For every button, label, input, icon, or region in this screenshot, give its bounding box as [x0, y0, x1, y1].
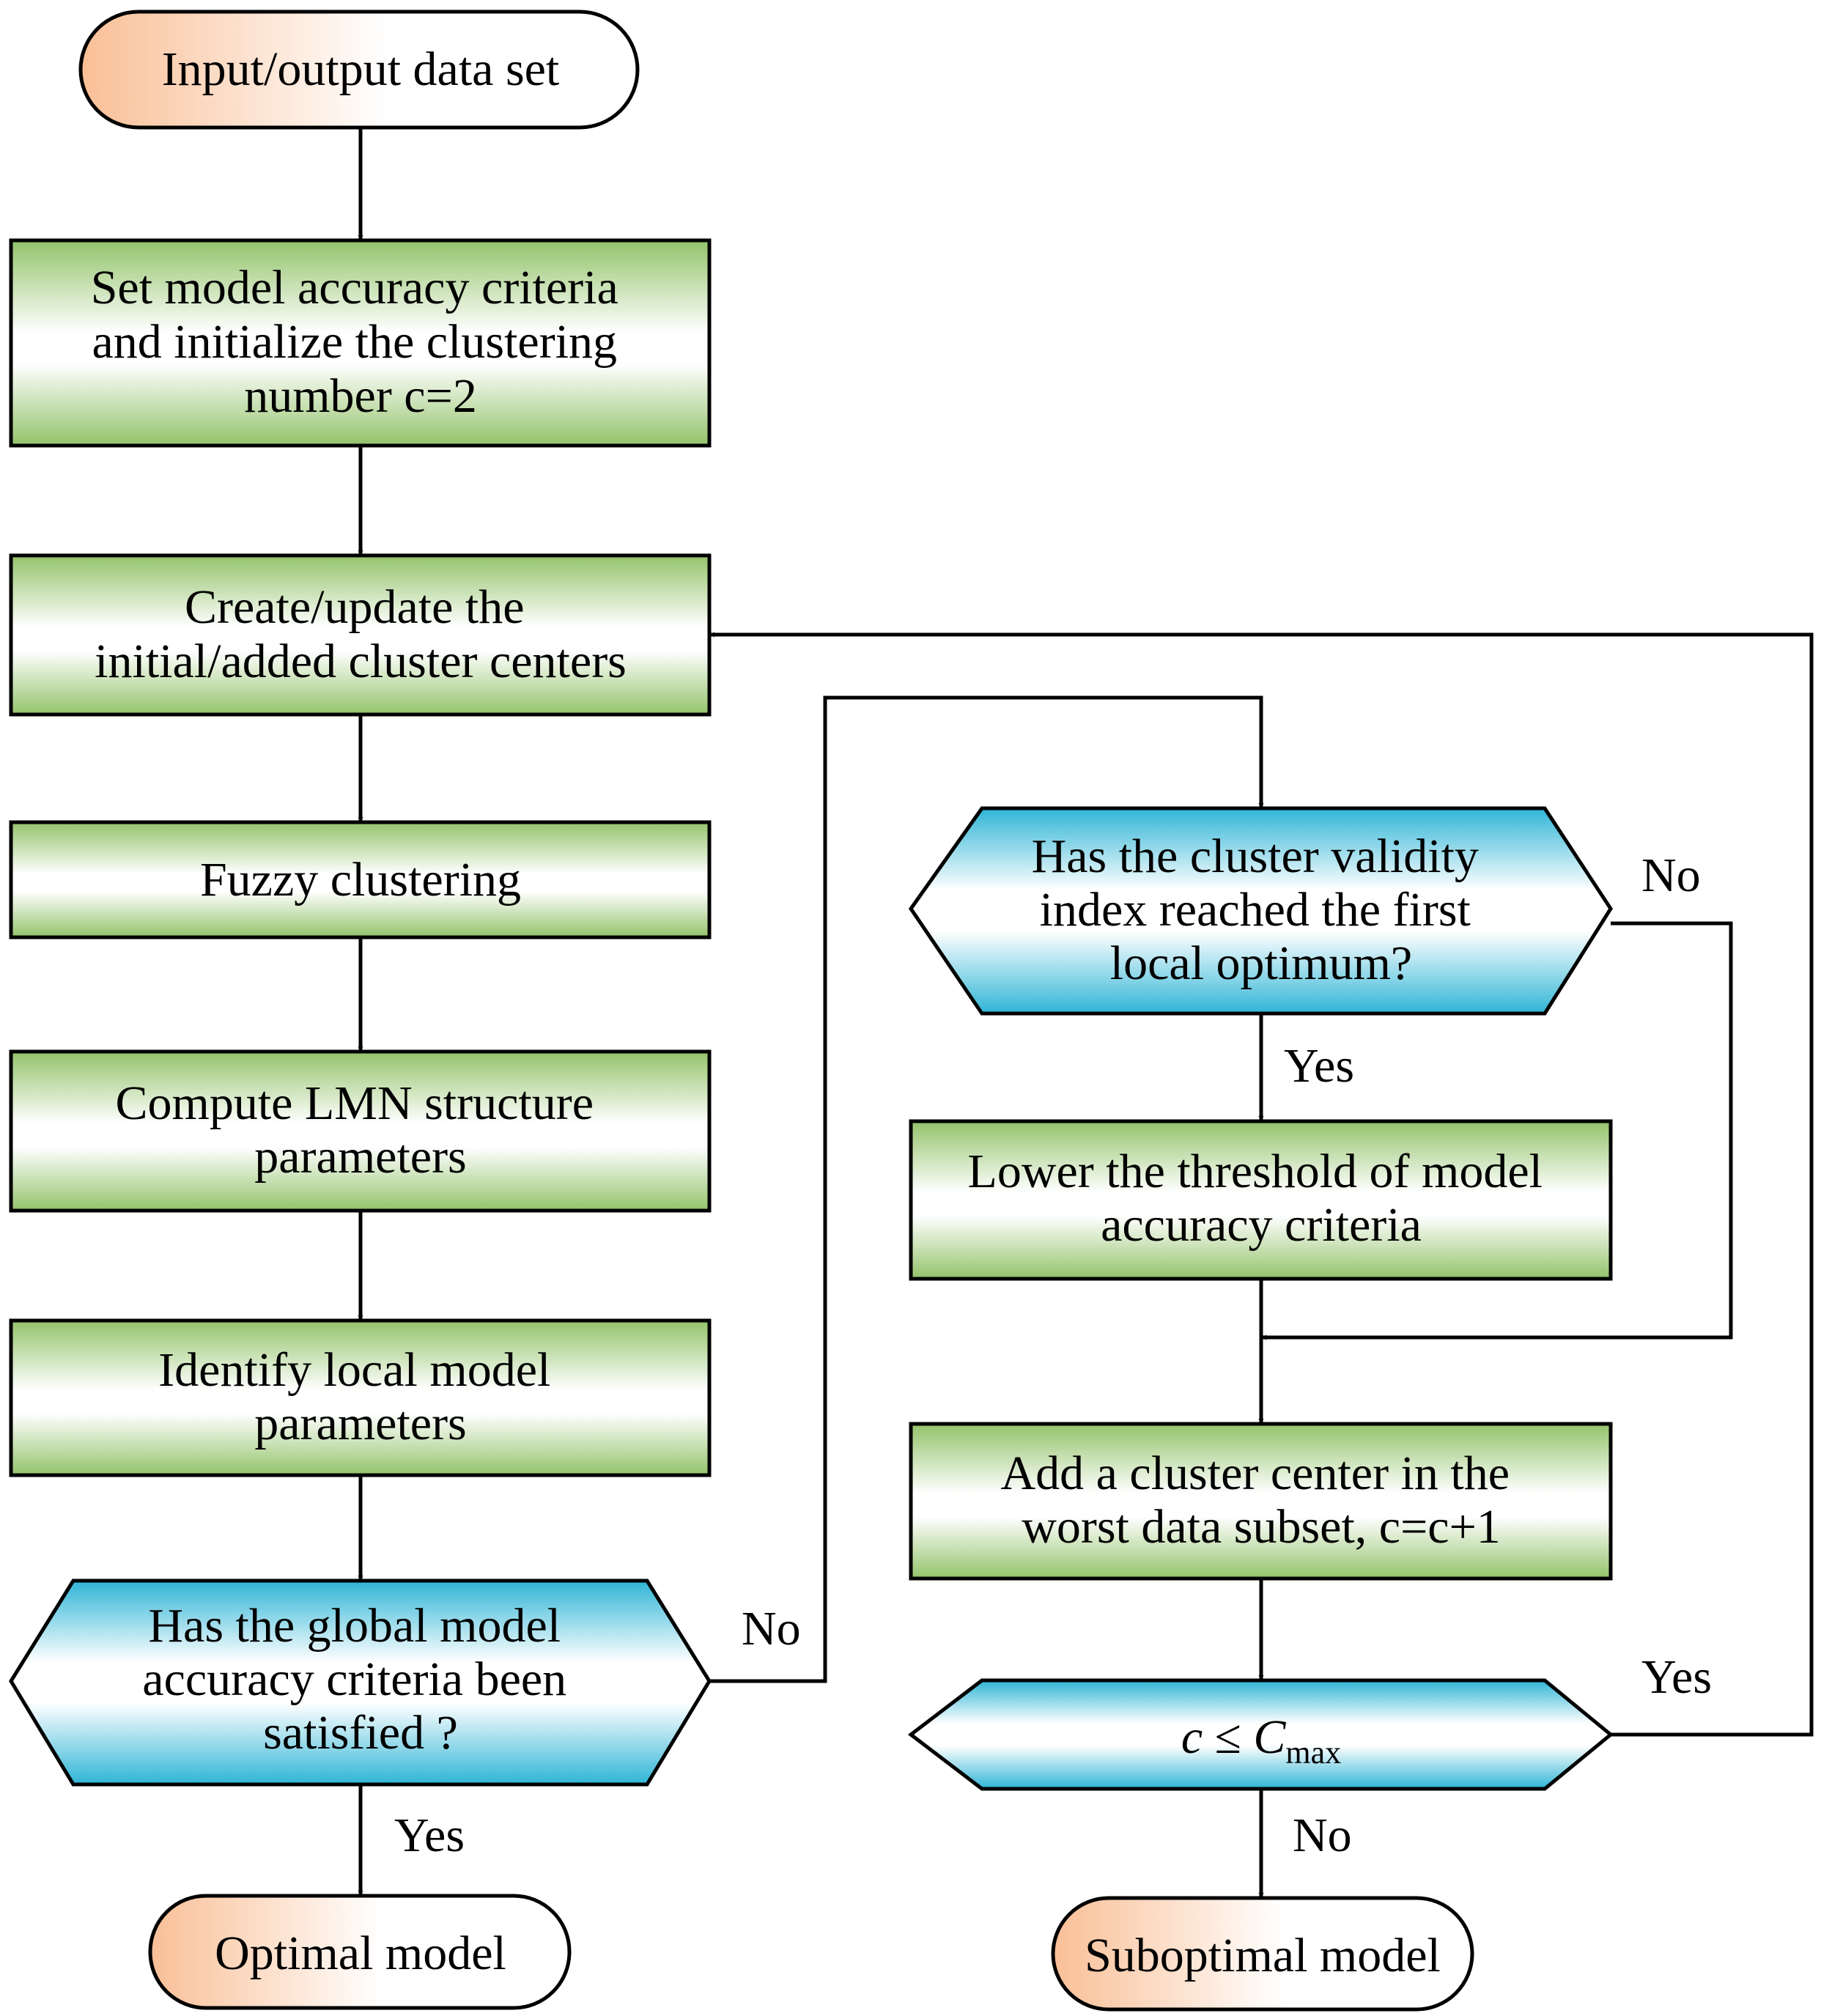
start-line-1: Input/output data set — [162, 43, 560, 96]
add-center-line-2: worst data subset, c=c+1 — [1022, 1500, 1501, 1554]
suboptimal-line-1: Suboptimal model — [1085, 1929, 1441, 1982]
fuzzy-clustering-label: Fuzzy clustering — [200, 853, 521, 907]
set-criteria-label: Set model accuracy criteria and initiali… — [91, 261, 631, 423]
arrow-validity-no-to-join — [1261, 921, 1733, 1340]
add-center-label: Add a cluster center in the worst data s… — [1000, 1447, 1521, 1554]
validity-line-2: index reached the first — [1040, 883, 1471, 937]
global-check-label: Has the global model accuracy criteria b… — [142, 1599, 578, 1760]
suboptimal-label: Suboptimal model — [1085, 1929, 1441, 1982]
cmax-no-label: No — [1293, 1809, 1352, 1862]
global-no-label: No — [742, 1602, 801, 1655]
cmax-check-label: c ≤ Cmax — [1181, 1710, 1341, 1771]
validity-line-3: local optimum? — [1110, 937, 1412, 990]
global-check-line-1: Has the global model — [148, 1599, 561, 1653]
create-centers-label: Create/update the initial/added cluster … — [95, 580, 627, 688]
set-criteria-line-1: Set model accuracy criteria — [91, 261, 618, 314]
identify-params-label: Identify local model parameters — [158, 1343, 563, 1450]
lower-line-1: Lower the threshold of model — [968, 1145, 1543, 1198]
cmax-bound-sub: max — [1285, 1735, 1341, 1771]
set-criteria-line-3: number c=2 — [244, 369, 477, 423]
add-center-line-1: Add a cluster center in the — [1000, 1447, 1510, 1500]
optimal-label: Optimal model — [215, 1927, 506, 1980]
global-check-line-3: satisfied ? — [263, 1706, 458, 1760]
cmax-yes-label: Yes — [1641, 1650, 1712, 1704]
validity-no-label: No — [1641, 849, 1701, 902]
compute-lmn-label: Compute LMN structure parameters — [115, 1077, 605, 1184]
fuzzy-line-1: Fuzzy clustering — [200, 853, 521, 907]
lower-threshold-box — [909, 1119, 1613, 1281]
lower-threshold-label: Lower the threshold of model accuracy cr… — [968, 1145, 1555, 1252]
validity-check-label: Has the cluster validity index reached t… — [1032, 830, 1491, 990]
add-center-box — [909, 1422, 1613, 1581]
arrow-cmax-yes-to-centers — [709, 632, 1814, 1737]
start-label: Input/output data set — [162, 43, 560, 96]
global-check-line-2: accuracy criteria been — [142, 1653, 566, 1706]
cmax-var: c — [1181, 1710, 1203, 1764]
set-criteria-line-2: and initialize the clustering — [92, 315, 617, 369]
compute-lmn-line-2: parameters — [254, 1130, 467, 1184]
fuzzy-clustering-box — [9, 820, 712, 939]
validity-yes-label: Yes — [1284, 1039, 1354, 1093]
identify-line-2: parameters — [254, 1397, 467, 1450]
global-yes-label: Yes — [394, 1809, 465, 1862]
compute-lmn-line-1: Compute LMN structure — [115, 1077, 594, 1130]
lower-line-2: accuracy criteria — [1101, 1198, 1422, 1252]
create-centers-line-2: initial/added cluster centers — [95, 635, 627, 688]
validity-line-1: Has the cluster validity — [1032, 830, 1479, 883]
arrow-global-no-to-validity — [709, 695, 1264, 1683]
cmax-bound: C — [1253, 1710, 1286, 1764]
create-centers-line-1: Create/update the — [185, 580, 525, 634]
optimal-line-1: Optimal model — [215, 1927, 506, 1980]
cmax-op: ≤ — [1203, 1710, 1253, 1764]
identify-line-1: Identify local model — [158, 1343, 550, 1397]
validity-check-decision — [908, 806, 1613, 1016]
set-criteria-box — [9, 238, 712, 448]
